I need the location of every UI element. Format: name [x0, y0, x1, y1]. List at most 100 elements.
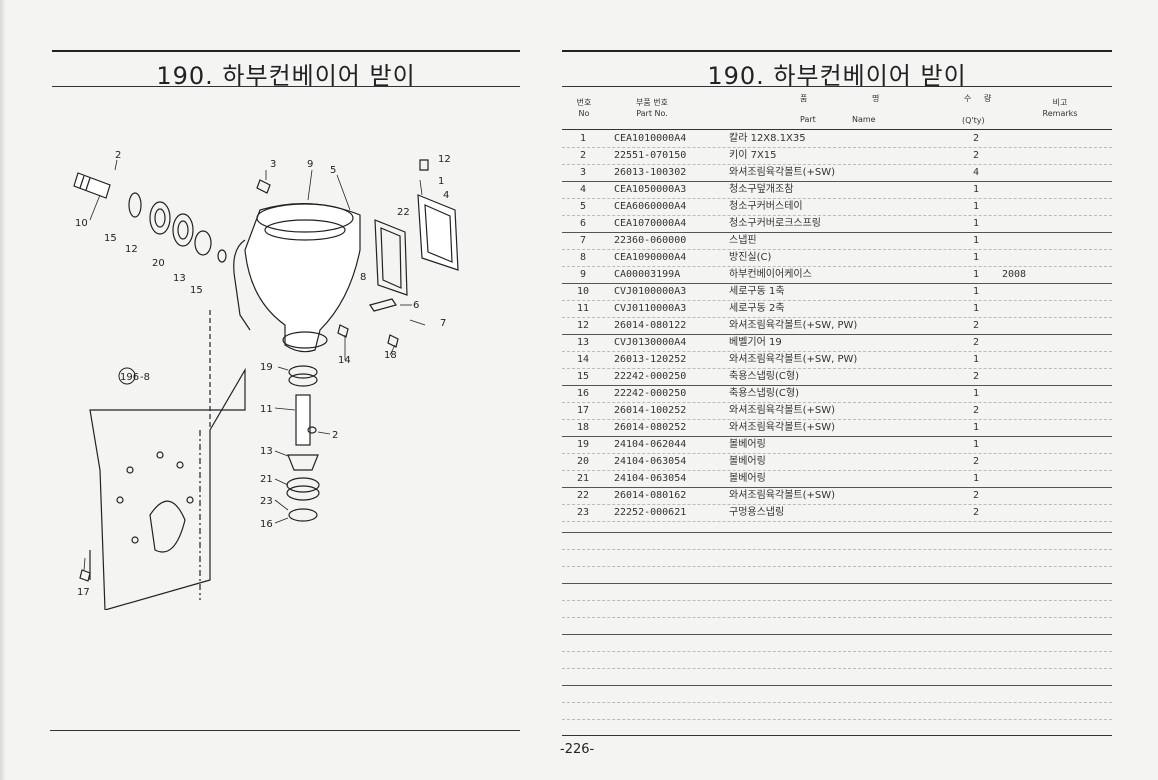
cell-qty: 1 [972, 354, 980, 365]
cell-part-number: 26014-080252 [614, 422, 687, 433]
cell-part-number: CVJ0110000A3 [614, 303, 687, 314]
callout-15: 15 [104, 233, 117, 244]
cell-no: 17 [576, 405, 590, 416]
cell-no: 9 [579, 269, 587, 280]
cell-no: 19 [576, 439, 590, 450]
cell-part-name: 하부컨베이어케이스 [729, 269, 812, 280]
callout-21: 21 [260, 474, 273, 485]
cell-no: 16 [576, 388, 590, 399]
cell-remarks: 2008 [1002, 269, 1027, 280]
callout-11: 11 [260, 404, 273, 415]
table-row: 9 CA00003199A 하부컨베이어케이스 1 2008 [562, 266, 1112, 284]
cell-qty: 2 [972, 337, 980, 348]
cell-part-name: 볼베어링 [729, 456, 766, 467]
header-qty-kr-1: 수 [964, 94, 972, 103]
cell-no: 7 [579, 235, 587, 246]
cell-part-name: 와셔조림육각볼트(+SW) [729, 405, 836, 416]
table-line [562, 566, 1112, 567]
table-line [562, 668, 1112, 669]
cell-qty: 2 [972, 405, 980, 416]
cell-qty: 2 [972, 507, 980, 518]
table-row: 12 26014-080122 와셔조림육각볼트(+SW, PW) 2 [562, 317, 1112, 335]
cell-no: 14 [576, 354, 590, 365]
header-name-en-part: Part [800, 115, 816, 124]
cell-part-number: CEA1010000A4 [614, 133, 687, 144]
cell-no: 12 [576, 320, 590, 331]
cell-part-name: 칼라 12X8.1X35 [729, 133, 806, 144]
cell-part-number: CVJ0130000A4 [614, 337, 687, 348]
table-line [562, 719, 1112, 720]
table-line [562, 685, 1112, 686]
cell-part-number: 22252-000621 [614, 507, 687, 518]
callout-17: 17 [77, 587, 90, 598]
cell-qty: 1 [972, 218, 980, 229]
page-number: -226- [560, 742, 595, 757]
cell-no: 11 [576, 303, 590, 314]
cell-qty: 1 [972, 422, 980, 433]
cell-no: 15 [576, 371, 590, 382]
cell-part-number: 26013-100302 [614, 167, 687, 178]
right-page-title: 190. 하부컨베이어 받이 [707, 62, 967, 90]
callout-12: 12 [125, 244, 138, 255]
cell-part-name: 방진실(C) [729, 252, 772, 263]
right-bottom-rule [562, 735, 1112, 736]
left-title-bottom-rule [52, 86, 520, 87]
callout-13: 13 [173, 273, 186, 284]
header-part-en: Part No. [636, 109, 668, 118]
cell-no: 5 [579, 201, 587, 212]
cell-part-number: 22242-000250 [614, 371, 687, 382]
cell-part-name: 볼베어링 [729, 473, 766, 484]
cell-no: 13 [576, 337, 590, 348]
cell-part-name: 축용스냅링(C형) [729, 371, 799, 382]
cell-qty: 2 [972, 320, 980, 331]
page-edge-shadow [0, 0, 6, 780]
cell-qty: 1 [972, 252, 980, 263]
callout-4: 4 [443, 190, 449, 201]
cell-part-number: 26014-080122 [614, 320, 687, 331]
cell-part-name: 와셔조림육각볼트(+SW) [729, 167, 836, 178]
callout-16: 16 [260, 519, 273, 530]
cell-part-name: 스냅핀 [729, 235, 757, 246]
cell-part-number: 22551-070150 [614, 150, 687, 161]
cell-no: 22 [576, 490, 590, 501]
callout-6: 6 [413, 300, 419, 311]
cell-no: 4 [579, 184, 587, 195]
header-remarks-en: Remarks [1042, 109, 1078, 118]
callout-10: 10 [75, 218, 88, 229]
callout-15b: 15 [190, 285, 203, 296]
cell-part-name: 와셔조림육각볼트(+SW, PW) [729, 354, 858, 365]
cell-part-number: 24104-063054 [614, 473, 687, 484]
cell-part-number: CVJ0100000A3 [614, 286, 687, 297]
callout-20: 20 [152, 258, 165, 269]
table-line [562, 651, 1112, 652]
cell-qty: 1 [972, 201, 980, 212]
cell-part-name: 와셔조림육각볼트(+SW, PW) [729, 320, 858, 331]
cell-no: 10 [576, 286, 590, 297]
callout-23: 23 [260, 496, 273, 507]
cell-part-number: 26014-080162 [614, 490, 687, 501]
cell-part-name: 세로구동 1축 [729, 286, 785, 297]
cell-part-number: CA00003199A [614, 269, 681, 280]
cell-qty: 2 [972, 150, 980, 161]
cell-part-name: 키이 7X15 [729, 150, 777, 161]
cell-part-number: 24104-062044 [614, 439, 687, 450]
cell-part-name: 세로구동 2축 [729, 303, 785, 314]
cell-part-name: 베벨기어 19 [729, 337, 782, 348]
left-page-title: 190. 하부컨베이어 받이 [156, 62, 416, 90]
cell-qty: 1 [972, 269, 980, 280]
cell-no: 3 [579, 167, 587, 178]
